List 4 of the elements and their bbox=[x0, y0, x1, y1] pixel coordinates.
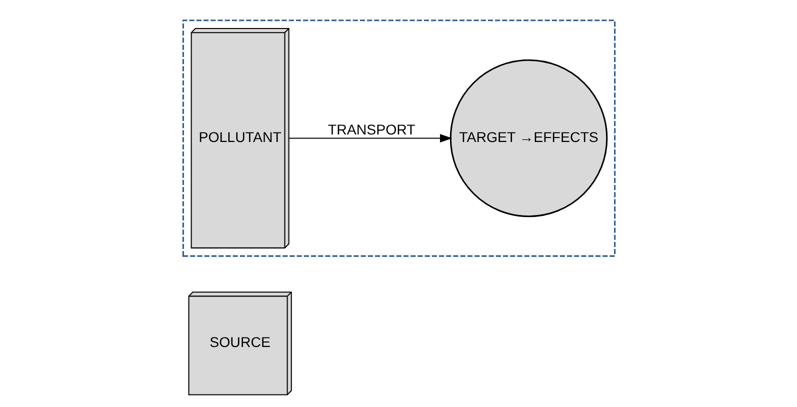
cluster bbox=[182, 20, 616, 257]
arrow bbox=[288, 134, 452, 142]
node-circle: TARGET →EFFECTS bbox=[449, 59, 608, 218]
edge-label: TRANSPORT bbox=[327, 122, 415, 138]
